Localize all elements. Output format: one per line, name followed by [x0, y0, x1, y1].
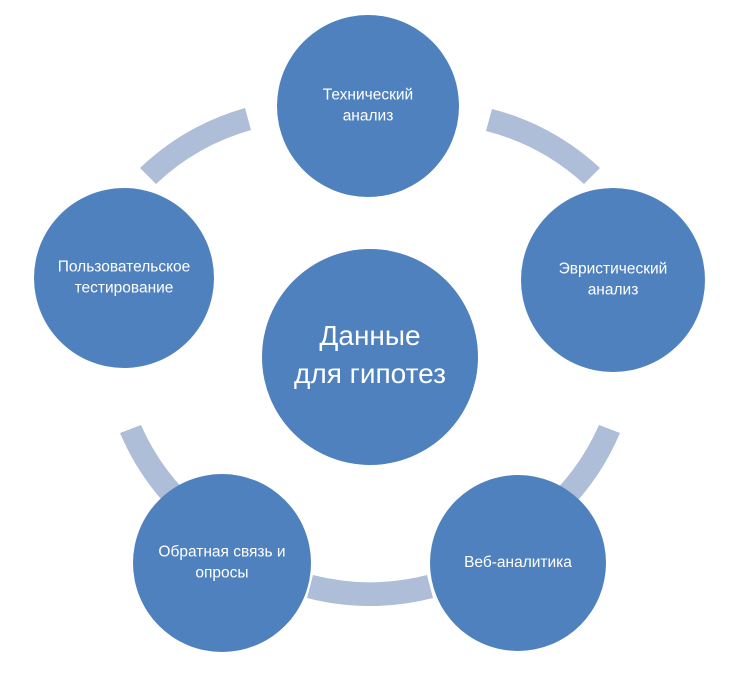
node-circle-technical-analysis[interactable]: [277, 15, 459, 197]
connector-arc-technical-to-heuristic: [486, 109, 600, 184]
node-label-web-analytics: Веб-аналитика: [464, 554, 572, 571]
node-circle-user-testing[interactable]: [34, 188, 214, 368]
node-circle-feedback-surveys[interactable]: [133, 474, 311, 652]
outer-nodes-group: [34, 15, 705, 652]
node-circle-heuristic-analysis[interactable]: [521, 188, 705, 372]
node-circle-web-analytics[interactable]: [430, 475, 606, 651]
connector-arc-web-analytics-to-feedback: [307, 575, 433, 607]
connector-arc-user-testing-to-technical: [140, 108, 251, 184]
center-circle[interactable]: [262, 249, 478, 465]
